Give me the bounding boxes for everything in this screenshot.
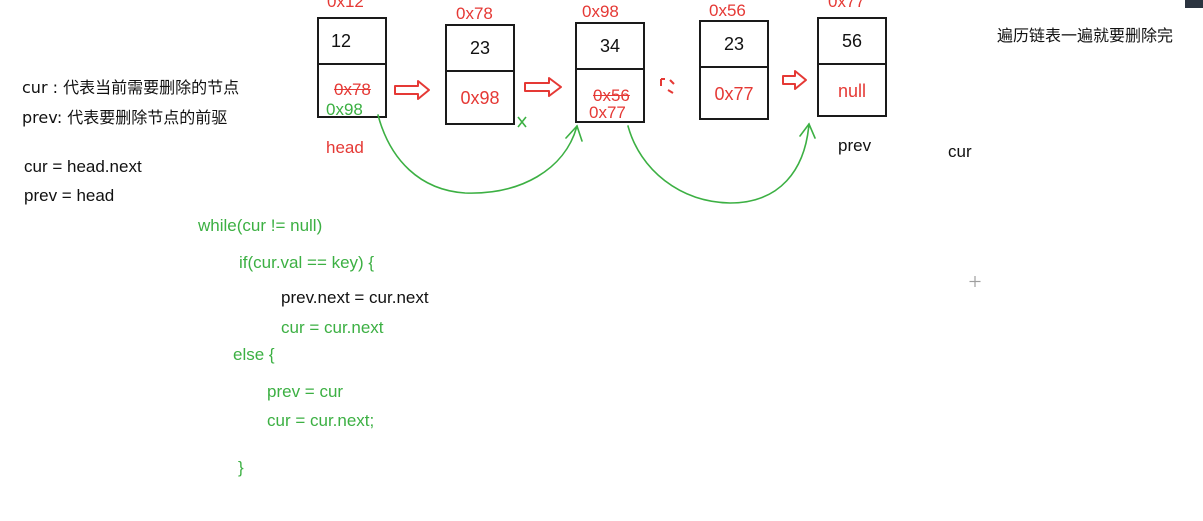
node-0-address: 0x12 <box>327 0 364 11</box>
arrow-node1-to-node2 <box>524 77 562 97</box>
code-if: if(cur.val == key) { <box>239 253 375 272</box>
node-4-value: 56 <box>819 19 885 65</box>
node-2: 34 <box>575 22 645 123</box>
node-1-next: 0x98 <box>460 88 500 108</box>
node-0-value: 12 <box>319 19 385 65</box>
node-3-value: 23 <box>701 22 767 68</box>
node-2-address: 0x98 <box>582 2 619 21</box>
header-note: 遍历链表一遍就要删除完 <box>997 26 1174 45</box>
code-prev-cur: prev = cur <box>267 382 344 401</box>
node-2-next-old: 0x56 <box>593 86 630 105</box>
legend-cur: cur : 代表当前需要删除的节点 <box>22 78 240 97</box>
node-3-address: 0x56 <box>709 1 746 20</box>
curve-head-to-node2 <box>377 114 578 194</box>
arrow-node0-to-node1 <box>394 80 430 100</box>
cur-label: cur <box>948 142 972 161</box>
node-1-value: 23 <box>447 26 513 72</box>
head-label: head <box>326 138 364 157</box>
curve-head-to-node2-arrowhead <box>565 124 583 142</box>
node-2-next-new: 0x77 <box>589 103 626 122</box>
node-4-address: 0x77 <box>828 0 865 11</box>
init-line-2: prev = head <box>24 186 115 205</box>
node-0-next-new: 0x98 <box>326 100 363 119</box>
node-0-next-old: 0x78 <box>334 80 371 99</box>
node-0: 12 <box>317 17 387 118</box>
node-3-next: 0x77 <box>714 83 754 104</box>
corner-thumbnail <box>1185 0 1203 8</box>
node-3: 23 0x77 <box>699 20 769 120</box>
node-4-next: null <box>837 80 867 101</box>
code-else: else { <box>233 345 275 364</box>
node-2-value: 34 <box>577 24 643 70</box>
node-1: 23 0x98 <box>445 24 515 125</box>
code-cur-next-2: cur = cur.next; <box>267 411 375 430</box>
init-line-1: cur = head.next <box>24 157 142 176</box>
broken-link-mark <box>660 78 675 94</box>
curve-node2-to-node4-arrowhead <box>799 122 816 139</box>
cross-mark <box>517 116 527 128</box>
crosshair-cursor-icon <box>969 276 981 287</box>
code-cur-next-1: cur = cur.next <box>281 318 384 337</box>
curve-node2-to-node4 <box>627 123 810 204</box>
code-while: while(cur != null) <box>198 216 323 235</box>
legend-prev: prev: 代表要删除节点的前驱 <box>22 108 228 127</box>
node-4: 56 null <box>817 17 887 117</box>
code-prev-next: prev.next = cur.next <box>281 288 429 307</box>
code-close-brace: } <box>238 458 244 477</box>
prev-label: prev <box>838 136 872 155</box>
node-1-address: 0x78 <box>456 4 493 23</box>
arrow-node3-to-node4 <box>782 70 807 90</box>
